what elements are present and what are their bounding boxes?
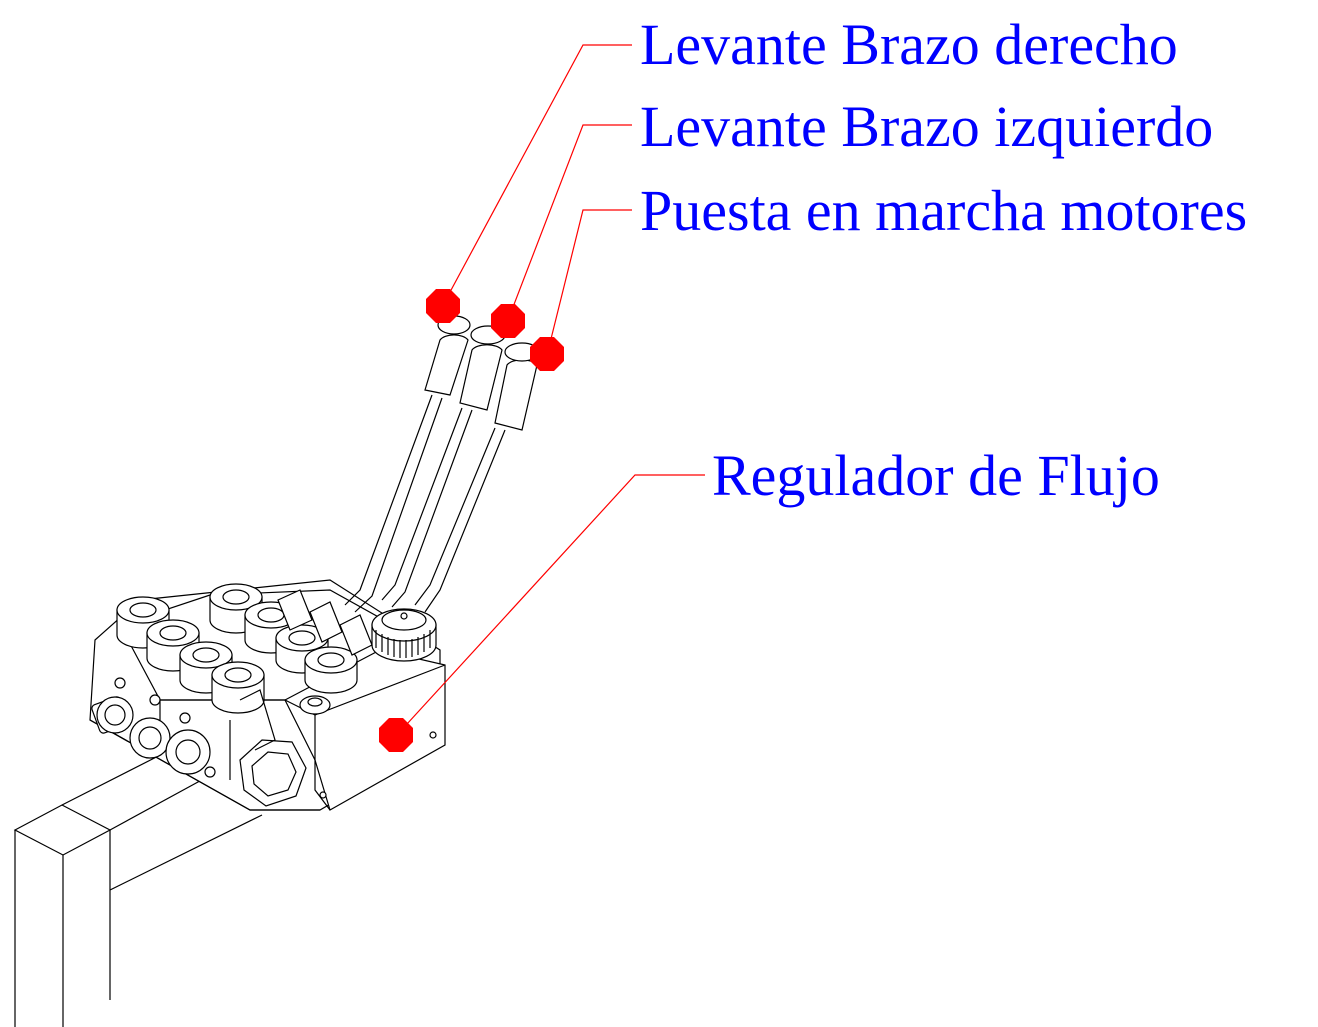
port-bosses [116, 583, 358, 714]
hex-nut [239, 739, 307, 807]
leader-lines [395, 44, 705, 737]
label-arm-left-lift: Levante Brazo izquierdo [640, 94, 1214, 159]
leader-flow-regulator [395, 474, 705, 737]
leader-arm-right-lift [442, 44, 632, 306]
label-flow-regulator: Regulador de Flujo [712, 443, 1160, 508]
knurled-knob [371, 608, 437, 662]
label-motor-start: Puesta en marcha motores [640, 178, 1248, 243]
marker-arm-right-lift [426, 289, 460, 323]
control-levers [344, 315, 540, 613]
label-arm-right-lift: Levante Brazo derecho [640, 12, 1178, 77]
marker-arm-left-lift [491, 304, 525, 338]
marker-motor-start [530, 337, 564, 371]
markers [379, 289, 564, 752]
spool-caps [91, 696, 211, 775]
lever-linkages [239, 589, 373, 751]
leader-motor-start [546, 209, 632, 356]
marker-flow-regulator [379, 718, 413, 752]
leader-arm-left-lift [507, 124, 632, 321]
